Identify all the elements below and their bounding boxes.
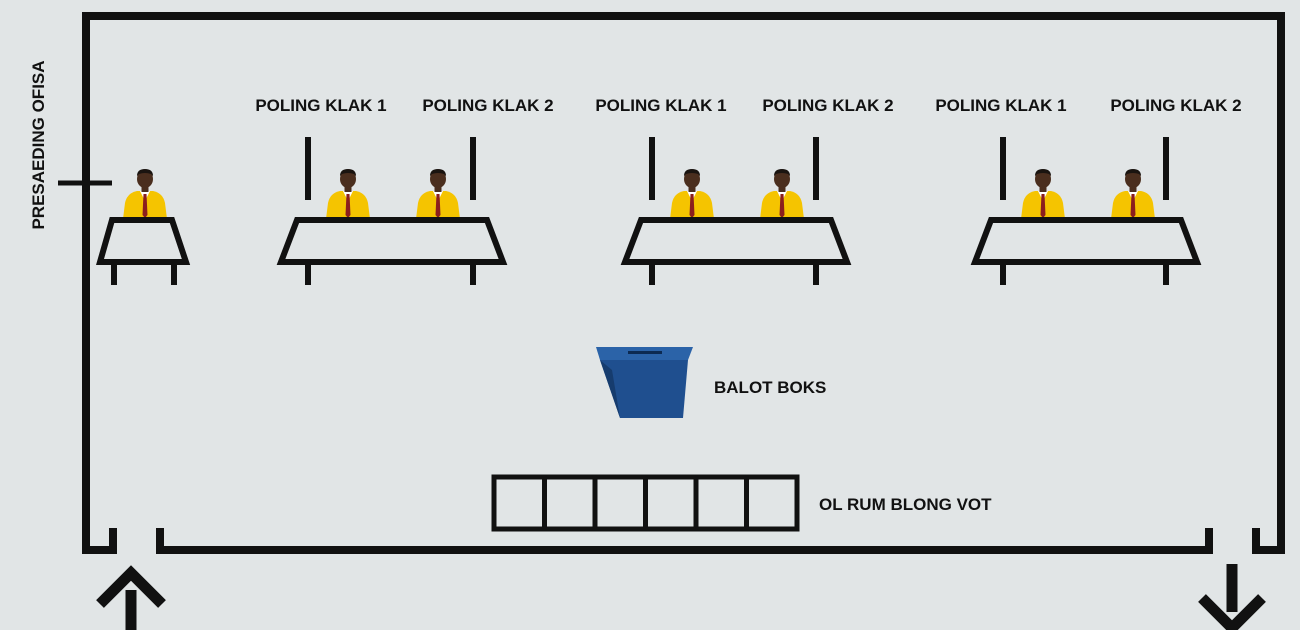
voting-booth (592, 474, 648, 532)
entrance-arrow-icon (96, 565, 166, 630)
clerk-desk-1: POLING KLAK 1 POLING KLAK 2 (255, 96, 554, 285)
room-wall (82, 12, 1285, 554)
clerk-label: POLING KLAK 2 (1110, 96, 1241, 115)
clerk-label: POLING KLAK 2 (422, 96, 553, 115)
clerk-label: POLING KLAK 1 (935, 96, 1066, 115)
presiding-officer-label: PRESAEDING OFISA (29, 60, 48, 229)
clerk-desk-2: POLING KLAK 1 POLING KLAK 2 (595, 96, 894, 285)
clerk-label: POLING KLAK 1 (255, 96, 386, 115)
clerk-label: POLING KLAK 1 (595, 96, 726, 115)
voting-booths (491, 474, 800, 532)
clerk-label: POLING KLAK 2 (762, 96, 893, 115)
voting-booth (643, 474, 699, 532)
room-wall-bottom (156, 528, 1213, 554)
exit-arrow-icon (1198, 564, 1266, 630)
room-wall-left (82, 44, 117, 554)
voting-booth (693, 474, 749, 532)
ballot-box-icon (596, 347, 693, 418)
voting-booth (744, 474, 800, 532)
clerk-desk-3: POLING KLAK 1 POLING KLAK 2 (935, 96, 1242, 285)
ballot-box-label: BALOT BOKS (714, 378, 826, 397)
voting-booth (491, 474, 547, 532)
voting-booths-label: OL RUM BLONG VOT (819, 495, 992, 514)
voting-booth (542, 474, 598, 532)
presiding-officer-desk (96, 169, 191, 285)
